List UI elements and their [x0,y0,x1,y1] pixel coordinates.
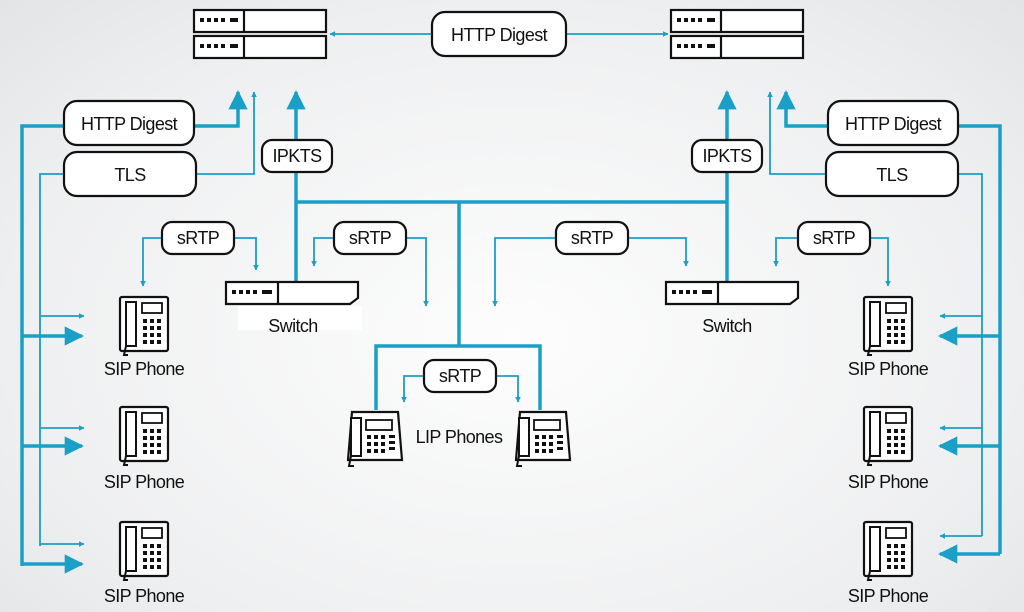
http-digest-left-pill: HTTP Digest [62,99,196,147]
svg-text:SIP Phone: SIP Phone [104,472,185,492]
svg-text:sRTP: sRTP [349,228,392,248]
http-digest-right-pill: HTTP Digest [826,99,960,147]
server-icon [192,8,328,34]
sip-phone-icon [862,405,914,467]
server-icon [669,8,805,34]
svg-text:sRTP: sRTP [813,228,856,248]
svg-text:IPKTS: IPKTS [702,146,752,166]
sip-phone-icon [118,295,170,357]
sip-phone-icon [118,520,170,582]
sip-phone-left-3: SIP Phone [104,520,185,606]
sip-phone-icon [118,405,170,467]
switch-right: Switch [664,280,800,336]
srtp-pill-3: sRTP [554,220,630,256]
svg-text:HTTP Digest: HTTP Digest [81,114,178,134]
switch-left: Switch [224,280,362,336]
sip-phone-right-2: SIP Phone [848,405,929,492]
server-left [192,8,328,60]
svg-text:sRTP: sRTP [571,228,614,248]
ipkts-left-pill: IPKTS [260,138,334,174]
sip-phone-icon [862,295,914,357]
svg-text:sRTP: sRTP [177,228,220,248]
svg-text:SIP Phone: SIP Phone [104,586,185,606]
switch-right-label: Switch [702,316,751,336]
sip-phone-right-3: SIP Phone [848,520,929,606]
tls-right-pill: TLS [824,150,960,198]
srtp-pill-1: sRTP [160,220,236,256]
svg-text:HTTP Digest: HTTP Digest [451,25,548,45]
lip-phone-icon [346,410,404,468]
svg-text:sRTP: sRTP [439,366,482,386]
connections [20,31,1002,574]
srtp-pill-center: sRTP [422,358,498,394]
svg-text:SIP Phone: SIP Phone [848,359,929,379]
svg-text:SIP Phone: SIP Phone [848,586,929,606]
svg-text:HTTP Digest: HTTP Digest [845,114,942,134]
tls-left-pill: TLS [62,150,198,198]
sip-phone-left-1: SIP Phone [104,295,185,379]
http-digest-top-pill: HTTP Digest [430,10,568,58]
svg-text:SIP Phone: SIP Phone [104,359,185,379]
srtp-pill-4: sRTP [796,220,872,256]
svg-text:SIP Phone: SIP Phone [848,472,929,492]
svg-text:TLS: TLS [114,165,146,185]
srtp-pill-2: sRTP [332,220,408,256]
ipkts-right-pill: IPKTS [690,138,764,174]
svg-text:TLS: TLS [876,165,908,185]
sip-phone-icon [862,520,914,582]
network-switch-icon [664,280,800,306]
switch-left-label: Switch [268,316,317,336]
server-right [669,8,805,60]
sip-phone-right-1: SIP Phone [848,295,929,379]
lip-phone-icon [514,410,572,468]
lip-phones-label: LIP Phones [416,427,503,447]
lip-phones: LIP Phones [346,410,572,468]
sip-phone-left-2: SIP Phone [104,405,185,492]
network-switch-icon [224,280,360,306]
svg-text:IPKTS: IPKTS [272,146,322,166]
